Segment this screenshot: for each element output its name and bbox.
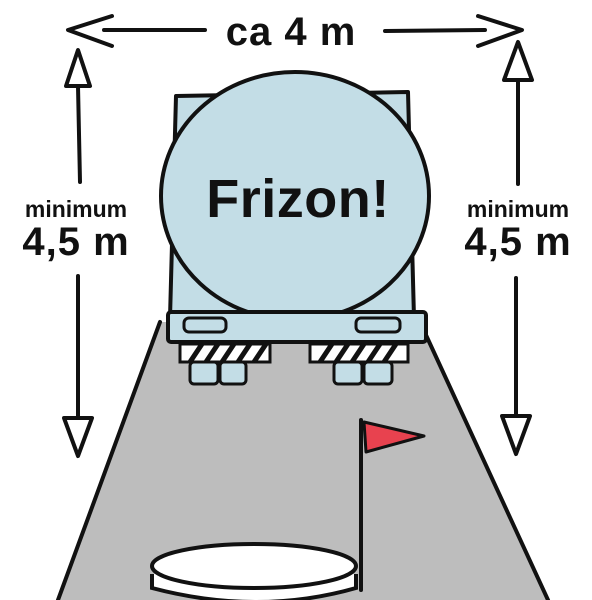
- manhole: [152, 544, 356, 600]
- width-label: ca 4 m: [208, 12, 374, 52]
- right-height-label: 4,5 m: [448, 222, 588, 262]
- left-minimum-label: minimum: [6, 198, 146, 221]
- left-tail-light: [184, 318, 226, 332]
- right-tail-light: [356, 318, 400, 332]
- right-wheels: [334, 362, 392, 384]
- right-guard: [310, 344, 408, 362]
- left-wheels: [190, 362, 246, 384]
- left-guard: [180, 344, 270, 362]
- right-minimum-label: minimum: [448, 198, 588, 221]
- left-height-label: 4,5 m: [6, 222, 146, 262]
- tank-label: Frizon!: [178, 172, 418, 226]
